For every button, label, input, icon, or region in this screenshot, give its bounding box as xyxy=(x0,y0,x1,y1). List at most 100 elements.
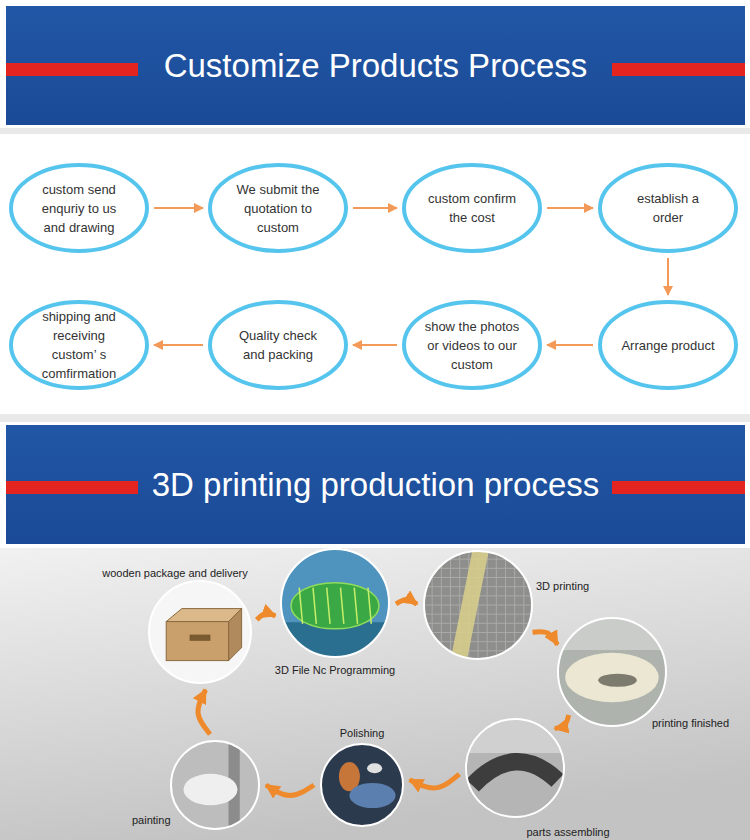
photo-detail xyxy=(170,740,260,830)
flow-arrow xyxy=(353,207,397,209)
photo-circle xyxy=(170,740,260,830)
photo-circle xyxy=(148,580,252,684)
step-text: We submit the quotation to custom xyxy=(230,180,326,237)
photo-detail xyxy=(423,614,533,615)
photo-detail xyxy=(557,617,667,727)
photo-detail xyxy=(565,653,659,703)
photo-detail xyxy=(299,588,302,624)
process-photo: Polishing xyxy=(320,743,404,827)
photo-ground xyxy=(0,548,750,840)
photo-detail xyxy=(496,550,497,660)
photo-detail xyxy=(487,550,488,660)
flow-arrow xyxy=(555,715,569,729)
step-label: wooden package and delivery xyxy=(102,567,248,580)
flow-arrow xyxy=(410,774,460,788)
step-text: custom confirm the cost xyxy=(424,189,520,227)
photo-detail xyxy=(523,550,524,660)
flow-arrow xyxy=(198,690,210,735)
photo-detail xyxy=(349,783,395,808)
section-band: 3D printing production process xyxy=(6,425,745,544)
photo-detail xyxy=(367,763,382,773)
section-band: Customize Products Process xyxy=(6,6,745,125)
oval-outline xyxy=(210,302,346,388)
blue-band xyxy=(6,425,745,544)
flow-arrow xyxy=(533,632,558,645)
process-photo: printing finished xyxy=(557,617,667,727)
process-photo: painting xyxy=(170,740,260,830)
oval-outline xyxy=(210,165,346,251)
red-bar xyxy=(6,481,138,494)
red-bar xyxy=(612,63,745,76)
photo-detail xyxy=(321,744,403,826)
photo-detail xyxy=(368,588,371,624)
oval-outline xyxy=(402,163,542,253)
flow-arrow xyxy=(667,258,669,295)
step-text: show the photos or videos to our custom xyxy=(424,317,520,374)
process-oval: Quality check and packing xyxy=(208,300,348,390)
flow-arrow xyxy=(257,614,276,620)
process-oval: establish a order xyxy=(598,163,738,253)
photo-detail xyxy=(465,718,565,753)
step-label: 3D printing xyxy=(536,580,589,593)
blue-band xyxy=(6,6,745,125)
red-bar xyxy=(6,63,138,76)
flow-arrow xyxy=(547,207,593,209)
photo-detail xyxy=(598,674,637,687)
separator xyxy=(0,414,750,422)
step-label: parts assembling xyxy=(526,826,609,839)
photo-detail xyxy=(341,588,344,624)
flow-arrow xyxy=(266,785,314,796)
photo-detail xyxy=(170,740,260,830)
photo-circle xyxy=(465,718,565,818)
oval-outline xyxy=(11,165,147,251)
photo-detail xyxy=(320,743,404,827)
photo-detail xyxy=(190,635,211,641)
separator xyxy=(0,128,750,134)
photo-detail xyxy=(466,719,564,817)
photo-detail xyxy=(166,622,228,661)
oval-outline xyxy=(208,300,348,390)
photo-detail xyxy=(320,743,404,827)
process-oval: show the photos or videos to our custom xyxy=(402,300,542,390)
photo-detail xyxy=(423,632,533,633)
photo-detail xyxy=(473,762,558,786)
photo-detail xyxy=(354,588,357,624)
photo-detail xyxy=(465,718,565,818)
process-photo: 3D printing xyxy=(423,550,533,660)
flow-arrow xyxy=(154,207,203,209)
flow-arrow xyxy=(154,344,203,346)
process-oval: We submit the quotation to custom xyxy=(208,163,348,253)
photo-circle xyxy=(557,617,667,727)
photo-detail xyxy=(281,549,389,657)
photo-detail xyxy=(149,581,251,683)
oval-outline xyxy=(404,302,540,388)
process-oval: custom confirm the cost xyxy=(402,163,542,253)
oval-outline xyxy=(598,163,738,253)
process-oval: Arrange product xyxy=(598,300,738,390)
photo-detail xyxy=(280,548,390,677)
photo-circle xyxy=(280,548,390,658)
section-title: 3D printing production process xyxy=(152,465,600,505)
photo-detail xyxy=(291,583,379,629)
photo-detail xyxy=(148,580,252,684)
section-title: Customize Products Process xyxy=(164,46,588,86)
step-text: establish a order xyxy=(620,189,716,227)
photo-detail xyxy=(327,588,330,624)
process-photo: parts assembling xyxy=(465,718,565,818)
step-text: Arrange product xyxy=(621,336,714,355)
oval-outline xyxy=(11,302,147,388)
red-bar xyxy=(612,481,745,494)
step-label: Polishing xyxy=(340,727,385,740)
step-label: 3D File Nc Programming xyxy=(275,664,395,677)
photo-detail xyxy=(451,550,490,660)
photo-circle xyxy=(423,550,533,660)
photo-circle xyxy=(320,743,404,827)
process-photo: 3D File Nc Programming xyxy=(280,548,390,658)
photo-detail xyxy=(557,617,667,727)
photo-detail xyxy=(229,609,242,661)
photo-detail xyxy=(423,623,533,624)
step-text: custom send enquriy to us and drawing xyxy=(31,180,127,237)
step-text: Quality check and packing xyxy=(230,326,326,364)
